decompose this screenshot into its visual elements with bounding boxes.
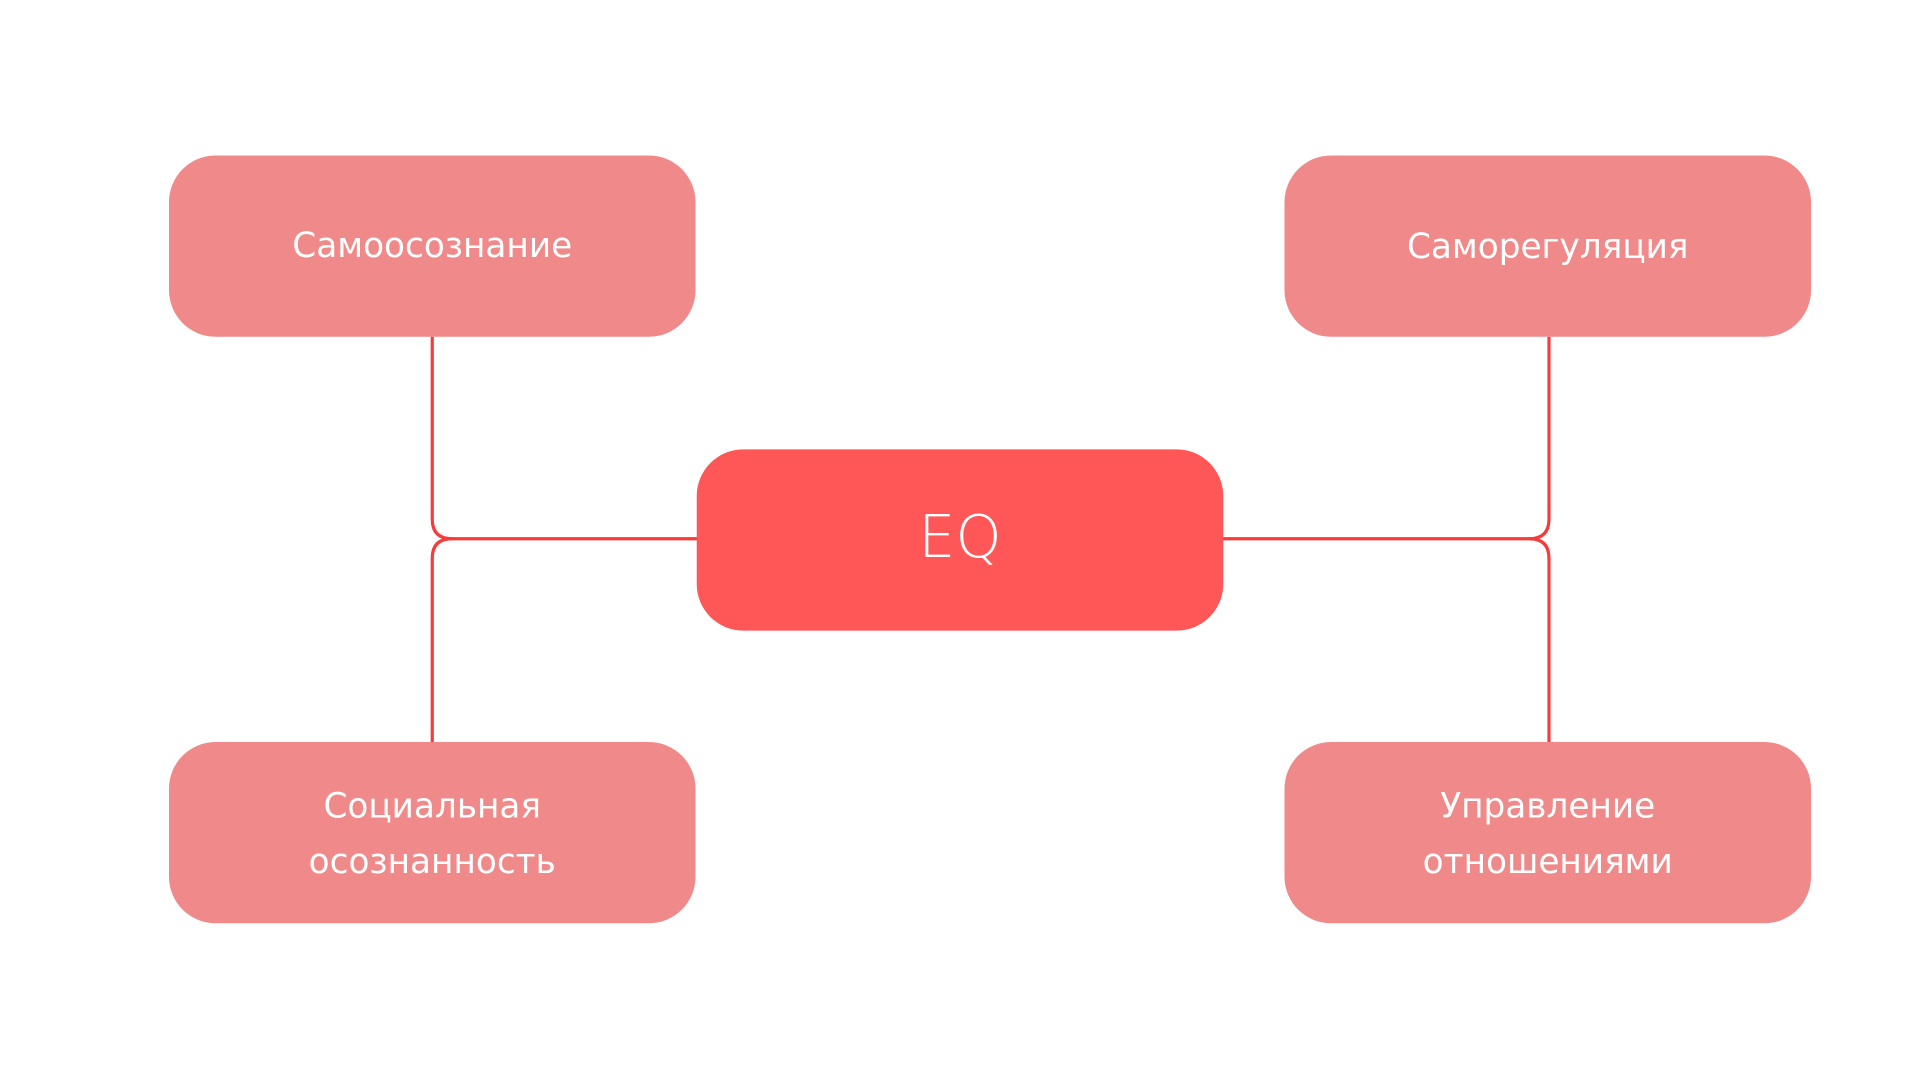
connector-social-awareness bbox=[430, 537, 452, 743]
node-self-regulation: Саморегуляция bbox=[1284, 155, 1812, 337]
node-relationship-management: Управление отношениями bbox=[1284, 742, 1812, 924]
connector-relationship-management bbox=[1529, 537, 1551, 743]
connector-self-regulation bbox=[1222, 336, 1551, 541]
connectors bbox=[430, 336, 1551, 743]
node-self-awareness: Самоосознание bbox=[168, 155, 696, 337]
node-label-line1: Управление bbox=[1440, 787, 1655, 827]
center-label: EQ bbox=[918, 502, 1001, 571]
node-center-eq: EQ bbox=[696, 449, 1224, 631]
connector-self-awareness bbox=[430, 336, 698, 541]
node-label-line1: Социальная bbox=[323, 787, 541, 827]
node-social-awareness: Социальная осознанность bbox=[168, 742, 696, 924]
node-label-line2: отношениями bbox=[1423, 842, 1673, 882]
node-label-line2: осознанность bbox=[309, 842, 556, 882]
node-label: Самоосознание bbox=[292, 226, 572, 266]
node-label: Саморегуляция bbox=[1407, 227, 1689, 267]
